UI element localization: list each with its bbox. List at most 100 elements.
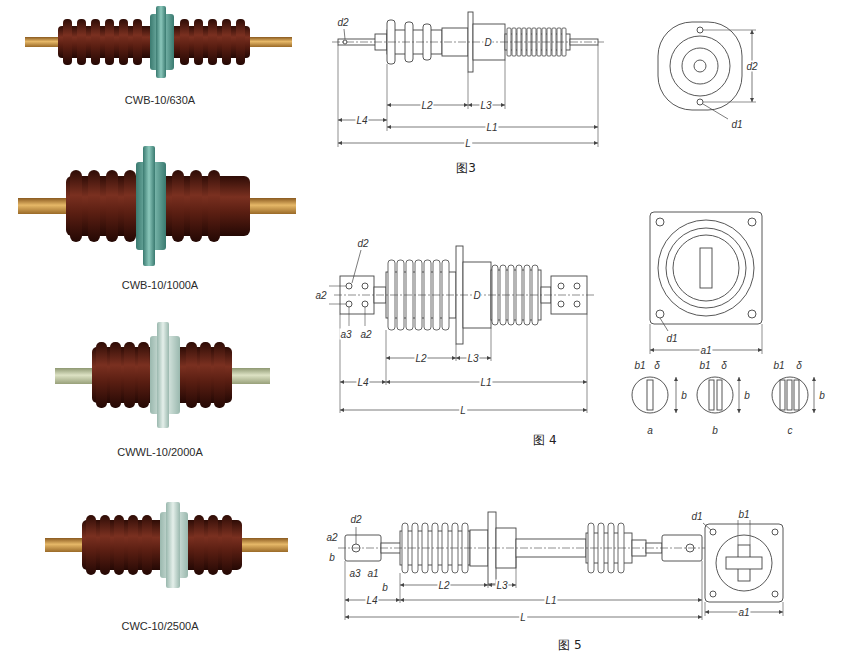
- technical-drawing-part: [700, 248, 712, 288]
- bushing-photo-part: [96, 342, 107, 408]
- dimension-label: L1: [544, 595, 557, 606]
- bushing-photo-part: [114, 515, 124, 575]
- dimension-label: b1: [698, 360, 711, 371]
- dimension-label: L2: [414, 353, 427, 364]
- bushing-photo-part: [91, 19, 100, 65]
- dimension-label: b1: [633, 360, 646, 371]
- technical-drawing-part: [574, 283, 580, 289]
- dimension-label: a3: [348, 568, 361, 579]
- technical-drawing-part: [468, 72, 469, 109]
- technical-drawing-part: [400, 573, 401, 603]
- technical-drawing-part: [332, 42, 604, 43]
- bushing-photo-part: [119, 19, 128, 65]
- technical-drawing-part: [697, 377, 733, 413]
- dimension-label: δ: [653, 360, 661, 371]
- technical-drawing-part: [738, 520, 739, 545]
- dimension-label: b1: [772, 360, 785, 371]
- model-caption: CWB-10/1000A: [121, 279, 199, 291]
- technical-drawing-part: [656, 218, 664, 226]
- technical-drawing-part: [587, 314, 588, 413]
- dimension-label: L: [464, 138, 472, 149]
- technical-drawing-part: [780, 380, 785, 410]
- bushing-photo-part: [194, 515, 204, 575]
- technical-drawing-part: [346, 301, 352, 307]
- bushing-photo-part: [190, 170, 202, 242]
- bushing-photo-part: [143, 146, 155, 266]
- dimension-label: b: [381, 582, 389, 593]
- technical-drawing-part: [676, 377, 677, 413]
- dimension-label: L3: [479, 100, 492, 111]
- dimension-label: D: [472, 290, 481, 301]
- bushing-photo-part: [138, 342, 149, 408]
- bushing-photo-part: [200, 342, 211, 408]
- dimension-label: b: [743, 390, 751, 401]
- technical-drawing-part: [794, 380, 799, 410]
- technical-drawing-part: [658, 22, 742, 110]
- dimension-label: d2: [745, 61, 758, 72]
- technical-drawing-part: [660, 318, 668, 331]
- technical-drawing-part: [787, 380, 792, 410]
- bushing-photo: [55, 322, 270, 428]
- technical-drawing-part: [762, 324, 763, 354]
- technical-drawing-part: [705, 524, 783, 602]
- technical-drawing: [338, 512, 783, 620]
- bushing-photo: [45, 502, 288, 588]
- dimension-label: d2: [356, 238, 369, 249]
- bushing-photo-part: [45, 538, 85, 552]
- bushing-photo-part: [70, 170, 82, 242]
- technical-drawing-part: [491, 328, 492, 361]
- technical-drawing-part: [772, 377, 808, 413]
- dimension-label: c: [787, 425, 794, 436]
- bushing-photo-part: [124, 170, 136, 242]
- technical-drawing-part: [673, 235, 739, 301]
- technical-drawing-part: [710, 591, 716, 597]
- technical-drawing-part: [456, 344, 457, 361]
- dimension-label: a1: [737, 607, 750, 618]
- technical-drawing-part: [558, 283, 564, 289]
- dimension-label: L: [519, 612, 527, 623]
- bushing-photo-part: [208, 515, 218, 575]
- bushing-photo-part: [248, 198, 296, 214]
- technical-drawing-part: [697, 99, 703, 105]
- bushing-photo-part: [166, 502, 180, 588]
- dimension-label: d1: [690, 511, 703, 522]
- technical-drawing-part: [814, 377, 815, 413]
- dimension-label: b1: [737, 509, 750, 520]
- bushing-photo-part: [222, 515, 232, 575]
- technical-drawing-part: [709, 380, 714, 410]
- technical-drawing-part: [338, 45, 339, 147]
- dimension-label: L1: [485, 122, 498, 133]
- figure-title: 图 4: [532, 432, 557, 449]
- technical-drawing-part: [650, 212, 762, 324]
- technical-drawing-part: [362, 283, 368, 289]
- bushing-photo-part: [172, 170, 184, 242]
- bushing-photo-part: [88, 170, 100, 242]
- technical-drawing-part: [334, 295, 594, 296]
- technical-drawing-part: [703, 523, 711, 530]
- bushing-photo-part: [55, 368, 97, 384]
- bushing-photo: [25, 6, 292, 78]
- bushing-photo-part: [248, 37, 292, 47]
- bushing-photo-part: [63, 19, 72, 65]
- technical-drawing: [329, 212, 814, 413]
- bushing-photo: [18, 146, 296, 266]
- figure-title: 图3: [455, 160, 477, 177]
- technical-drawing-part: [716, 535, 772, 591]
- bushing-photo-part: [25, 37, 63, 47]
- dimension-label: d1: [665, 333, 678, 344]
- technical-drawing-part: [356, 527, 357, 544]
- bushing-photo-part: [186, 342, 197, 408]
- dimension-label: a3: [339, 329, 352, 340]
- technical-drawing-part: [772, 529, 778, 535]
- bushing-photo-part: [194, 19, 203, 65]
- technical-drawing-part: [703, 30, 756, 31]
- technical-drawing-part: [352, 250, 361, 283]
- technical-drawing-part: [717, 380, 722, 410]
- bushing-photo-part: [77, 19, 86, 65]
- technical-drawing-part: [703, 102, 756, 103]
- technical-drawing-part: [488, 584, 489, 588]
- technical-drawing-part: [748, 218, 756, 226]
- technical-drawing-part: [726, 557, 762, 569]
- technical-drawing-part: [329, 286, 346, 287]
- technical-drawing-part: [697, 27, 703, 33]
